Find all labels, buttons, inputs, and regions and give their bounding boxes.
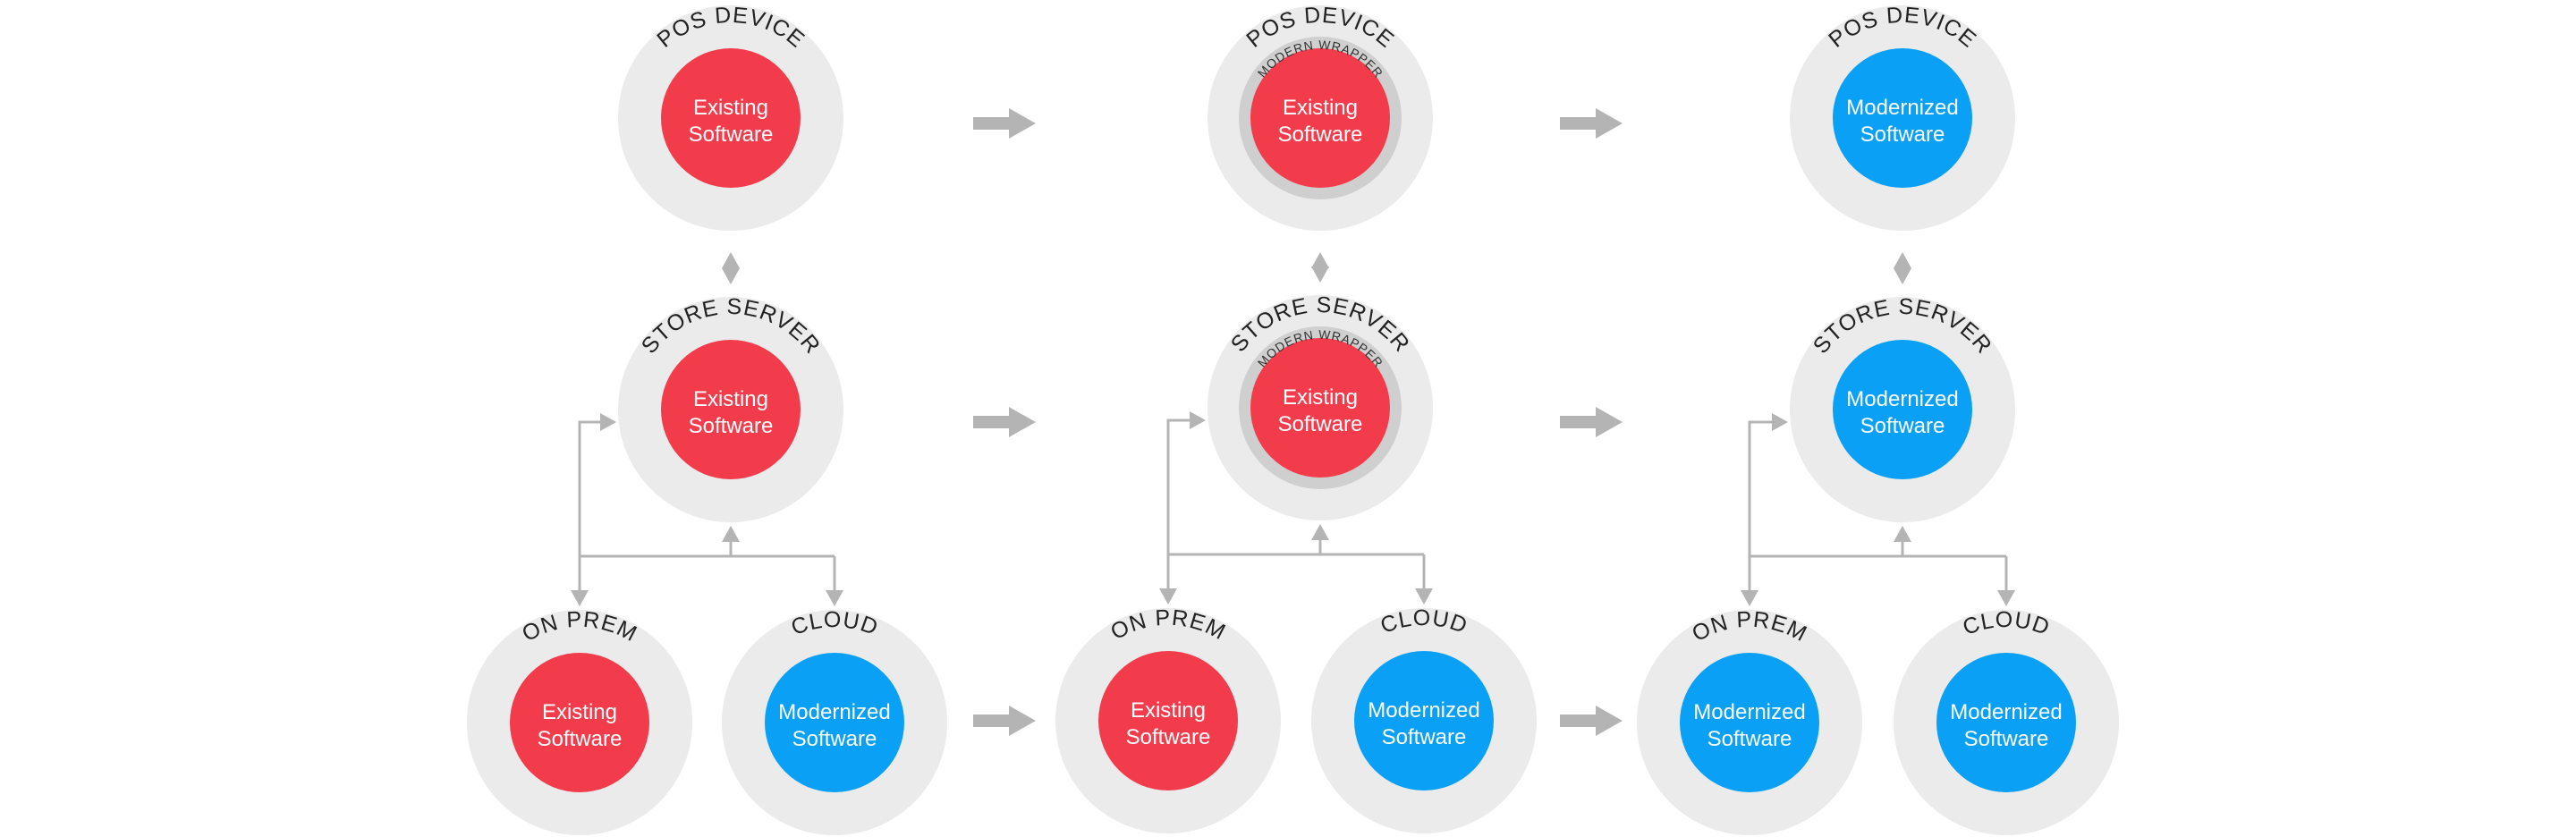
software-status-text: Modernized — [1950, 700, 2062, 724]
software-status-text: Software — [1707, 727, 1792, 751]
software-status-text: Software — [1278, 123, 1363, 147]
transition-arrow — [973, 706, 1036, 736]
connector-arrowhead — [1894, 268, 1911, 284]
transition-arrow — [1560, 706, 1623, 736]
transition-arrow — [973, 108, 1036, 139]
stage-2-connectors — [1166, 266, 1426, 588]
connector-arrowhead — [826, 590, 843, 606]
connector-arrowhead — [1190, 411, 1206, 429]
existing-software-circle — [1250, 338, 1390, 478]
software-status-text: Existing — [542, 700, 617, 724]
connector-arrowhead — [600, 413, 616, 431]
connector-arrowhead — [1997, 590, 2015, 606]
stage-3-connectors — [1748, 420, 2008, 590]
modernized-software-circle — [1936, 653, 2076, 792]
connector-arrowhead — [571, 590, 589, 606]
connector-arrowhead — [1159, 588, 1177, 604]
modernized-software-circle — [1680, 653, 1819, 792]
connector-arrowhead — [722, 252, 740, 268]
software-status-text: Software — [1126, 725, 1211, 749]
software-status-text: Software — [689, 123, 774, 147]
connector-arrowhead — [1772, 413, 1788, 431]
software-status-text: Software — [1278, 412, 1363, 436]
software-status-text: Software — [538, 727, 623, 751]
existing-software-circle — [661, 48, 801, 188]
software-status-text: Existing — [693, 387, 768, 411]
existing-software-circle — [510, 653, 649, 792]
modernized-software-circle — [1833, 48, 1972, 188]
connector-arrowhead — [1311, 252, 1329, 268]
software-status-text: Existing — [1283, 96, 1358, 120]
software-status-text: Software — [1964, 727, 2049, 751]
onprem-store-connector — [578, 420, 600, 590]
connector-arrowhead — [1741, 590, 1758, 606]
transition-arrow — [1560, 108, 1623, 139]
transition-arrow — [1560, 407, 1623, 437]
connector-arrowhead — [1415, 588, 1433, 604]
existing-software-circle — [661, 340, 801, 479]
transition-arrow — [973, 407, 1036, 437]
software-status-text: Modernized — [1846, 387, 1958, 411]
connector-arrowhead — [722, 268, 740, 284]
software-status-text: Modernized — [1846, 96, 1958, 120]
software-status-text: Software — [792, 727, 877, 751]
onprem-store-connector — [1748, 420, 1772, 590]
software-status-text: Existing — [1283, 385, 1358, 410]
connector-arrowhead — [722, 526, 740, 542]
software-status-text: Modernized — [1368, 698, 1479, 723]
connector-arrowhead — [1894, 252, 1911, 268]
stage-1-connectors — [578, 420, 836, 590]
modernized-software-circle — [765, 653, 904, 792]
software-status-text: Modernized — [778, 700, 890, 724]
software-status-text: Modernized — [1693, 700, 1805, 724]
software-status-text: Existing — [693, 96, 768, 120]
connector-arrowhead — [1311, 524, 1329, 540]
existing-software-circle — [1250, 48, 1390, 188]
modernized-software-circle — [1833, 340, 1972, 479]
modernized-software-circle — [1354, 651, 1494, 790]
existing-software-circle — [1098, 651, 1238, 790]
software-status-text: Software — [1860, 414, 1945, 438]
software-status-text: Software — [1860, 123, 1945, 147]
onprem-store-connector — [1166, 418, 1190, 588]
connector-arrowhead — [1311, 266, 1329, 283]
connector-arrowhead — [1894, 526, 1911, 542]
software-status-text: Software — [1382, 725, 1467, 749]
software-status-text: Software — [689, 414, 774, 438]
software-status-text: Existing — [1131, 698, 1206, 723]
